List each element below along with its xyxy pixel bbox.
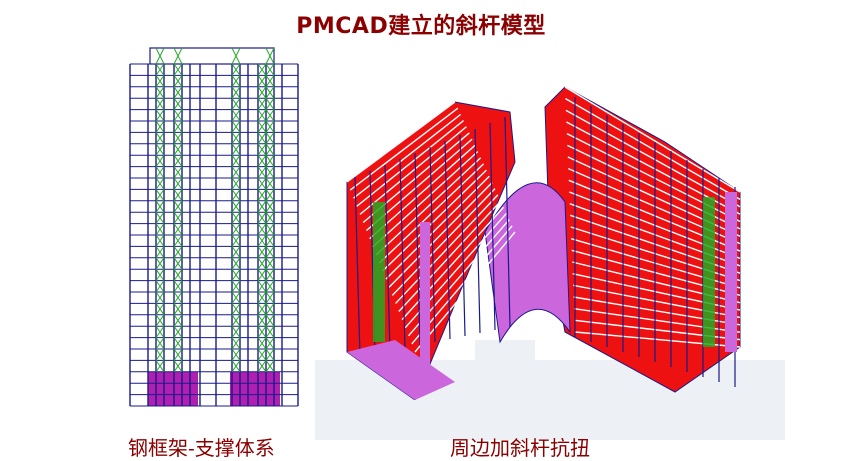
3d-braced-model-figure bbox=[346, 86, 741, 400]
right-figure-caption: 周边加斜杆抗扭 bbox=[450, 436, 590, 460]
steel-frame-elevation-figure bbox=[129, 47, 299, 407]
left-figure-caption: 钢框架-支撑体系 bbox=[128, 436, 275, 460]
slide-title: PMCAD建立的斜杆模型 bbox=[296, 14, 546, 39]
